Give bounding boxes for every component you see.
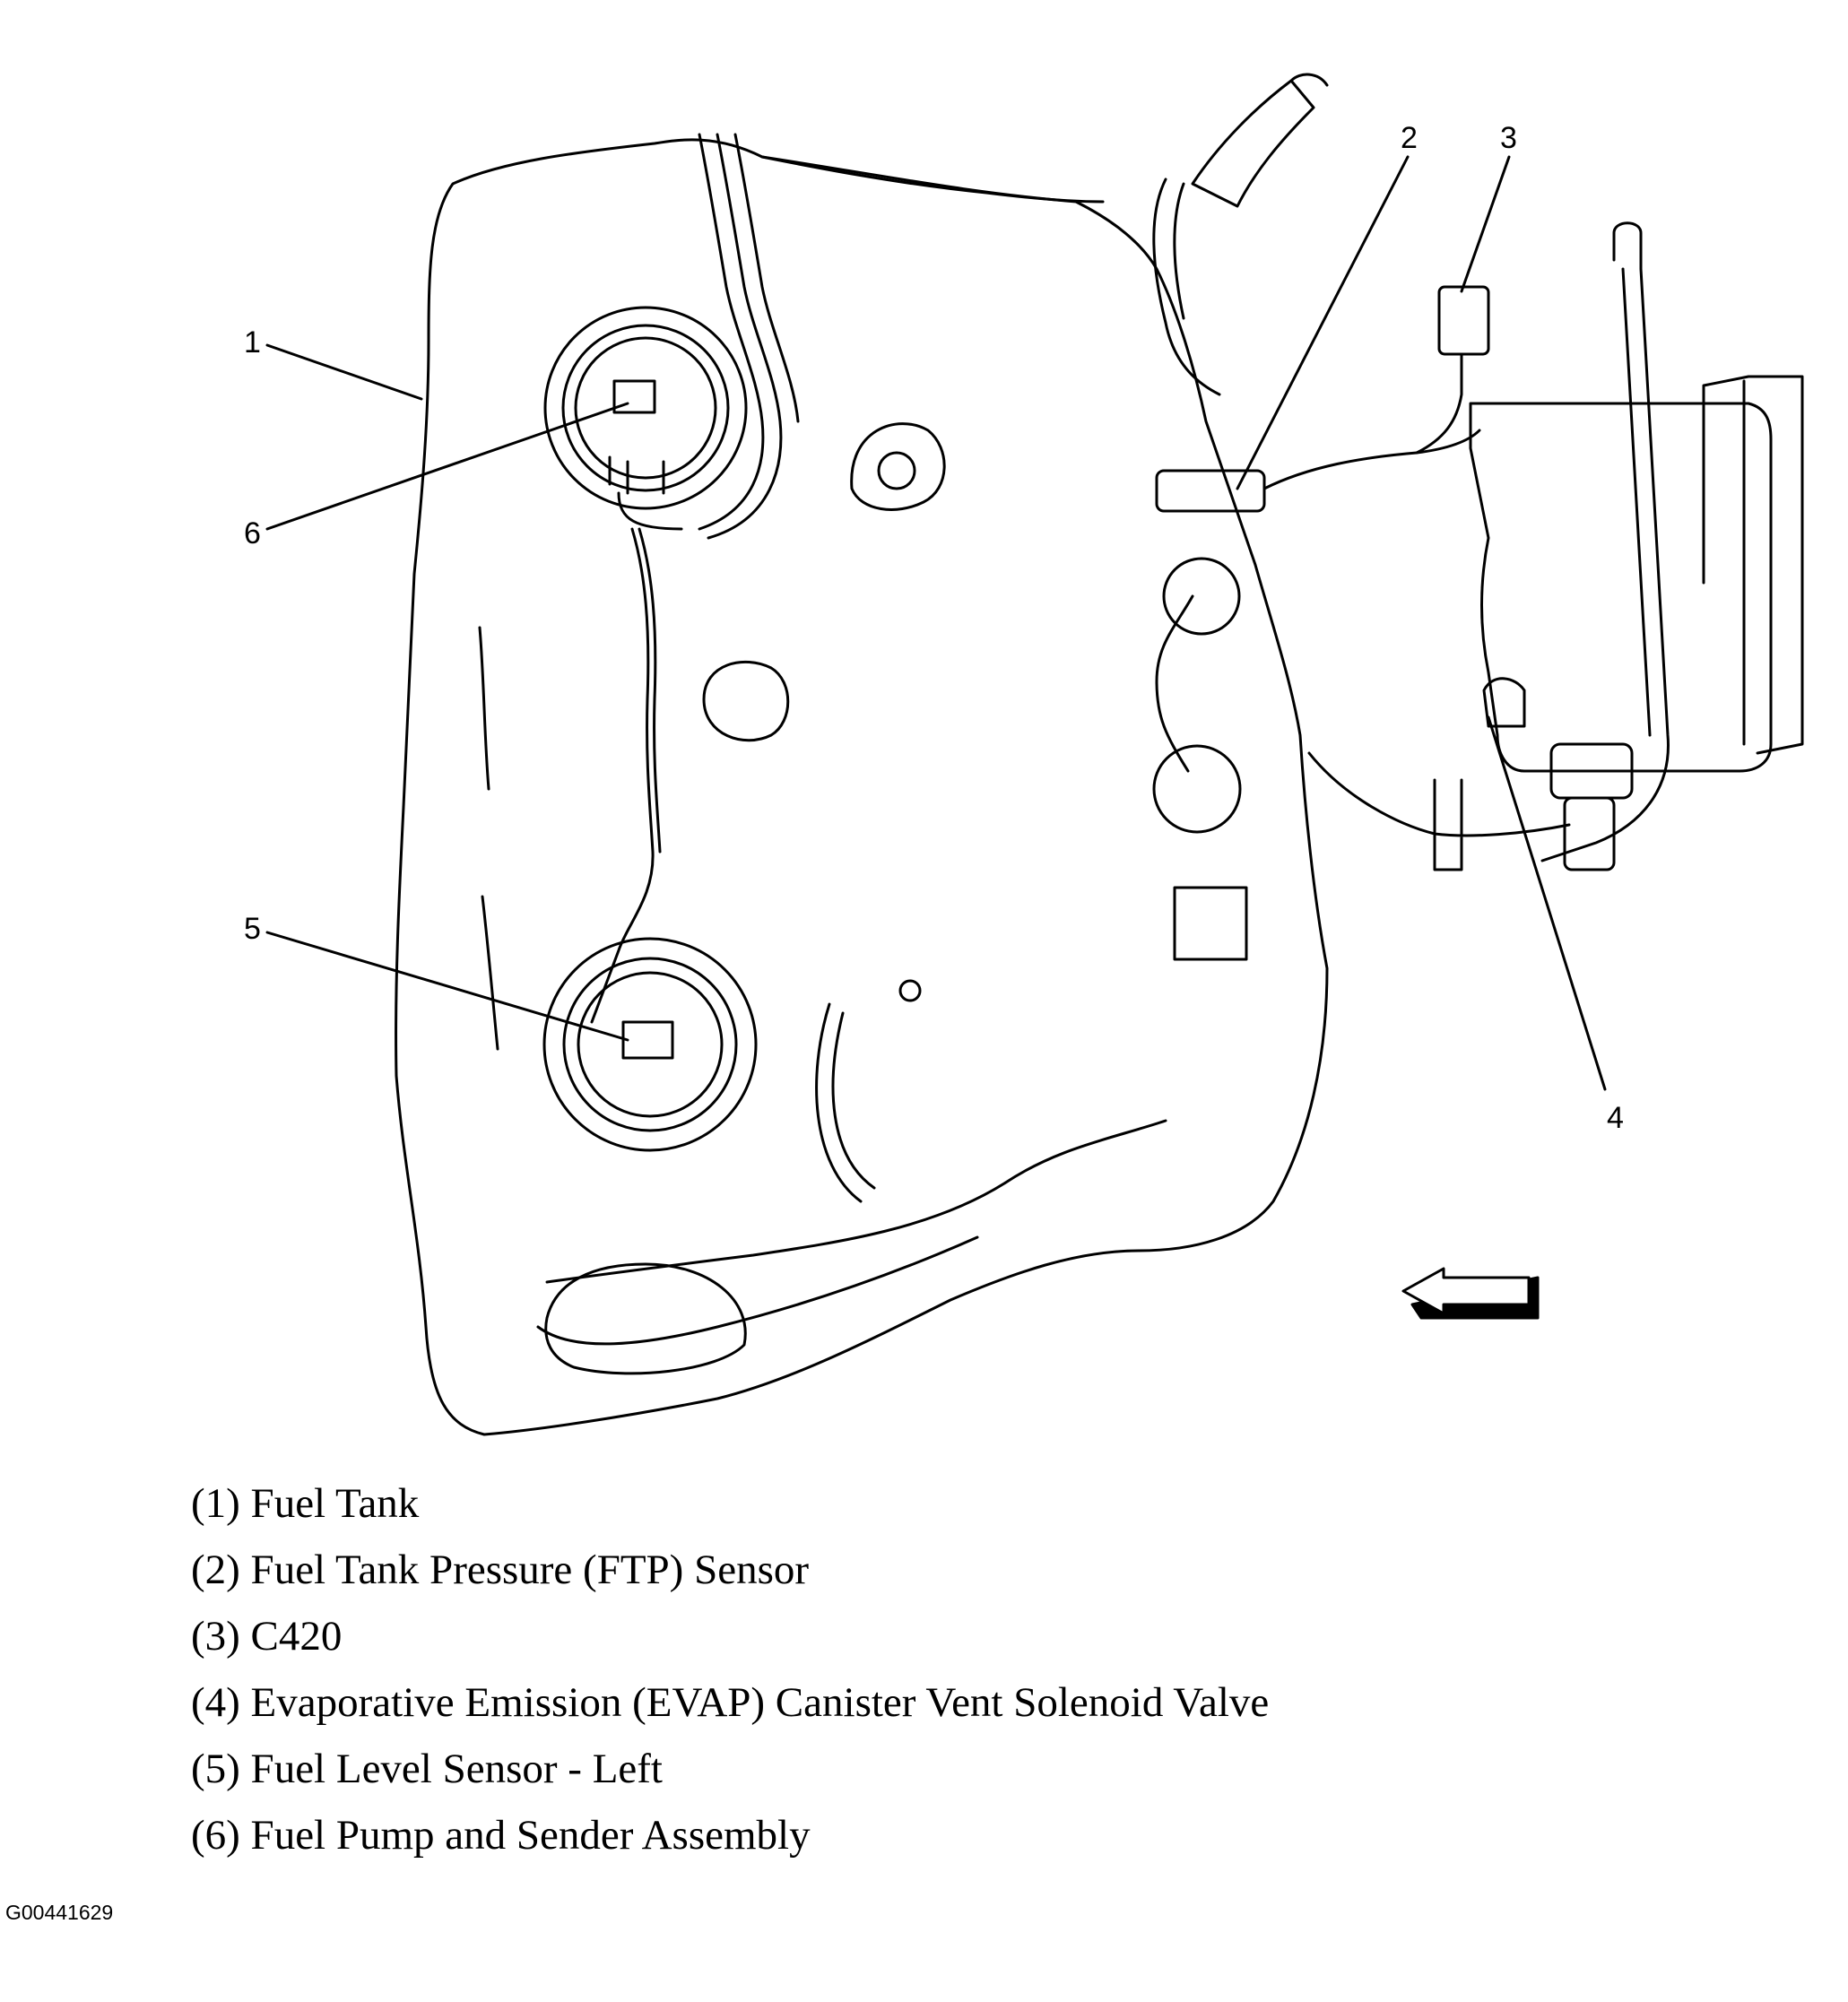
evap-canister-tube bbox=[1540, 221, 1670, 862]
callout-5-leader bbox=[265, 931, 629, 1042]
callout-2-leader bbox=[1236, 155, 1410, 490]
callout-4-leader bbox=[1487, 715, 1607, 1091]
legend-item-evap-vent-valve: (4) Evaporative Emission (EVAP) Canister… bbox=[191, 1679, 1270, 1726]
legend-item-ftp-sensor: (2) Fuel Tank Pressure (FTP) Sensor bbox=[191, 1547, 810, 1593]
module-harness-2 bbox=[638, 527, 662, 854]
legend-item-c420: (3) C420 bbox=[191, 1613, 343, 1660]
c420-connector bbox=[1437, 285, 1490, 356]
tank-boss bbox=[877, 451, 916, 490]
pump-module-lines bbox=[608, 455, 683, 531]
tank-oval bbox=[702, 660, 790, 742]
level-sensor-connector bbox=[621, 1020, 674, 1060]
filler-vent-lines bbox=[1152, 178, 1221, 396]
tank-left-edge-detail bbox=[478, 626, 499, 1051]
level-sensor-ring-outer bbox=[542, 937, 758, 1152]
pump-module-connector bbox=[612, 379, 656, 414]
tank-boss-surround bbox=[850, 422, 946, 511]
evap-vent-valve-lower bbox=[1563, 796, 1616, 871]
vent-port-upper bbox=[1162, 557, 1241, 636]
evap-valve-connector bbox=[1482, 677, 1526, 728]
pump-module-lid bbox=[574, 336, 717, 480]
fuel-tank-outline bbox=[395, 138, 1329, 1436]
callout-3-leader bbox=[1460, 155, 1511, 293]
callout-4: 4 bbox=[1607, 1101, 1624, 1135]
legend-item-fuel-level-sensor: (5) Fuel Level Sensor - Left bbox=[191, 1746, 663, 1792]
evap-canister-bracket bbox=[1702, 375, 1804, 755]
fuel-system-diagram: 1 2 3 4 5 6 bbox=[244, 73, 1804, 1436]
ftp-sensor bbox=[1155, 469, 1266, 513]
callout-3: 3 bbox=[1500, 121, 1517, 155]
legend-item-fuel-pump-sender: (6) Fuel Pump and Sender Assembly bbox=[191, 1812, 811, 1859]
callout-5: 5 bbox=[244, 912, 261, 946]
tank-rear-contour bbox=[815, 1002, 876, 1203]
tank-inner-contour-2 bbox=[536, 1235, 979, 1346]
filler-neck bbox=[1191, 73, 1329, 208]
top-lines bbox=[698, 133, 1105, 540]
legend-item-fuel-tank: (1) Fuel Tank bbox=[191, 1480, 420, 1527]
callout-2: 2 bbox=[1401, 121, 1418, 155]
level-sensor-lid bbox=[577, 971, 724, 1118]
figure-id: G00441629 bbox=[5, 1901, 114, 1924]
vent-harness bbox=[1155, 594, 1194, 773]
level-sensor-ring-inner bbox=[562, 957, 738, 1132]
callout-1: 1 bbox=[244, 325, 261, 360]
evap-canister-body bbox=[1469, 402, 1773, 773]
callout-6-leader bbox=[265, 402, 629, 531]
component-legend: (1) Fuel Tank (2) Fuel Tank Pressure (FT… bbox=[191, 1470, 1269, 1868]
tank-hole bbox=[898, 979, 922, 1002]
module-harness bbox=[590, 527, 655, 1024]
vent-port-lower bbox=[1152, 744, 1242, 834]
ftp-sensor-harness bbox=[1262, 429, 1481, 490]
c420-harness bbox=[1415, 352, 1463, 455]
tank-sump bbox=[544, 1262, 747, 1375]
direction-arrow-icon bbox=[1401, 1267, 1540, 1320]
pump-module-ring-inner bbox=[561, 324, 730, 492]
callout-6: 6 bbox=[244, 516, 261, 550]
vent-valve-block bbox=[1173, 886, 1248, 961]
callout-1-leader bbox=[265, 343, 423, 401]
pump-module-ring-outer bbox=[543, 306, 748, 510]
tank-inner-contour bbox=[545, 1119, 1167, 1284]
